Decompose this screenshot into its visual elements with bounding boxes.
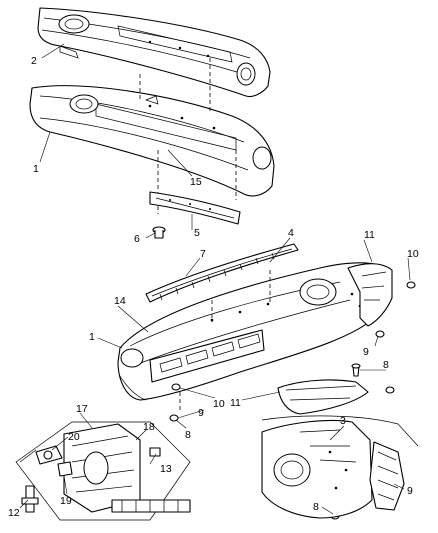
callout-18: 18 (143, 421, 155, 433)
callout-15: 15 (190, 176, 202, 188)
lower-bracket-part-11 (277, 379, 369, 415)
callout-8-right: 8 (383, 359, 389, 371)
tow-hook-inset (15, 421, 191, 521)
upper-fascia-part-2 (37, 7, 271, 98)
alignment-lines-lower (179, 270, 271, 412)
callout-19: 19 (60, 495, 72, 507)
alignment-lines-upper (139, 58, 237, 214)
callout-14: 14 (114, 295, 126, 307)
callout-9-lower: 9 (198, 407, 204, 419)
callout-13: 13 (160, 463, 172, 475)
callout-8-lower: 8 (185, 429, 191, 441)
callout-labels: 2 1 15 6 5 7 4 11 10 14 1 9 8 10 9 8 11 … (8, 55, 419, 519)
callout-3: 3 (340, 415, 346, 427)
callout-10-upper: 10 (407, 248, 419, 260)
callout-9-right: 9 (363, 346, 369, 358)
callout-11-lower: 11 (230, 397, 241, 409)
callout-1-upper-fascia: 1 (33, 163, 39, 175)
callout-6: 6 (134, 233, 140, 245)
callout-1-lower: 1 (89, 331, 95, 343)
clip-part-6 (152, 226, 166, 239)
callout-5: 5 (194, 227, 200, 239)
callout-8-inset: 8 (313, 501, 319, 513)
callout-10-lower: 10 (213, 398, 225, 410)
callout-12: 12 (8, 507, 20, 519)
callout-2-upper-fascia: 2 (31, 55, 37, 67)
callout-4: 4 (288, 227, 294, 239)
bumper-fascia-part-1-upper (29, 85, 275, 197)
callout-7: 7 (200, 248, 206, 260)
callout-17: 17 (76, 403, 88, 415)
callout-9-inset: 9 (407, 485, 413, 497)
detail-inset (261, 415, 419, 519)
bracket-part-5 (149, 191, 241, 225)
callout-11-upper: 11 (364, 229, 375, 241)
leader-lines (19, 43, 411, 515)
callout-20: 20 (68, 431, 80, 443)
lower-bumper-assembly (117, 262, 393, 401)
